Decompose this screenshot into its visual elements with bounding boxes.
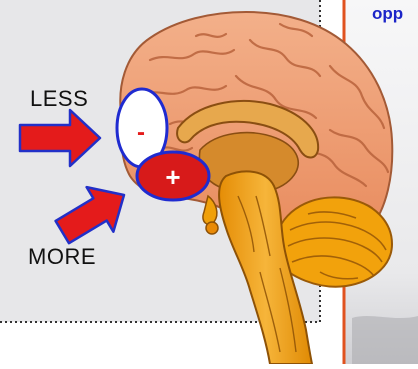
minus-sign: - [137, 119, 145, 146]
plus-sign: + [165, 162, 180, 192]
pituitary-gland [206, 222, 218, 234]
side-text-fragment: opp [372, 4, 403, 24]
cerebellum [275, 197, 392, 286]
more-label: MORE [28, 244, 96, 270]
less-label: LESS [30, 86, 88, 112]
right-panel-smudge [352, 316, 418, 364]
